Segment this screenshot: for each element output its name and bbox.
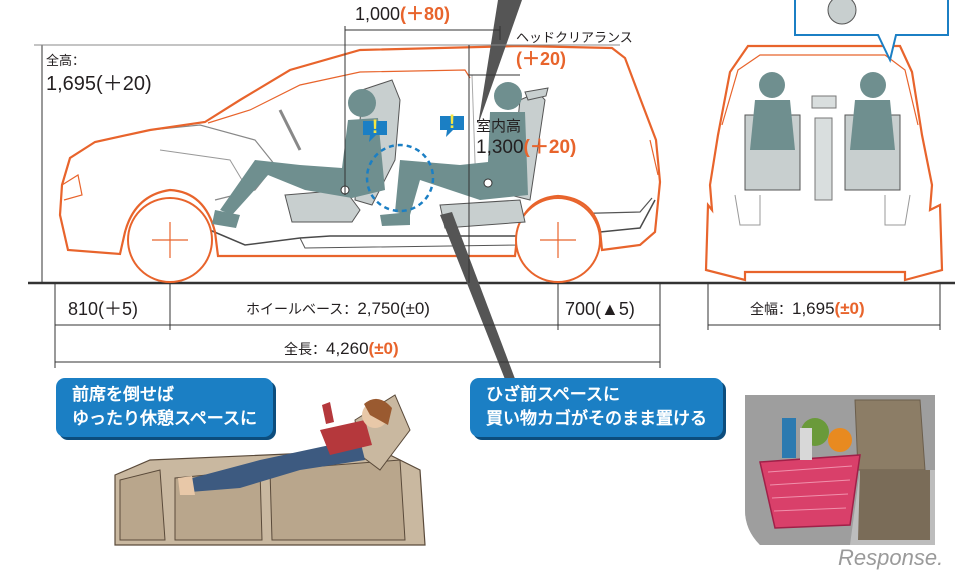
overall-width-delta: (±0)	[834, 299, 865, 318]
car-side-view	[58, 44, 662, 283]
callout-knee-space-line1: ひざ前スペースに	[486, 385, 620, 404]
interior-height-value: 1,300	[476, 137, 524, 158]
knee-space-highlight	[365, 143, 435, 213]
warning-glyph: !	[371, 117, 379, 138]
overall-length: 全長：4,260(±0)	[284, 340, 399, 357]
warning-icon-front: !	[360, 118, 390, 144]
interior-height-title: 室内高	[476, 118, 522, 135]
rear-overhang: 700(▲5)	[565, 299, 635, 319]
callout-front-seat-recline: 前席を倒せば ゆったり休憩スペースに	[56, 378, 273, 437]
interior-height-delta: (＋20)	[523, 137, 577, 158]
dimension-lines	[34, 26, 941, 368]
wheelbase-title: ホイールベース：	[246, 301, 358, 317]
basket-photo	[745, 395, 935, 545]
seated-figures	[212, 79, 549, 229]
warning-glyph: !	[448, 112, 456, 133]
head-clearance-title: ヘッドクリアランス	[516, 30, 633, 45]
front-rear-distance-delta: (＋80)	[400, 4, 451, 24]
overall-height-title: 全高：	[46, 53, 86, 68]
car-front-view	[704, 0, 949, 282]
wheelbase: ホイールベース：2,750(±0)	[246, 300, 430, 317]
warning-icon-rear: !	[437, 113, 467, 139]
pointer-wedge-top	[478, 0, 522, 125]
overall-width-title: 全幅：	[750, 301, 792, 317]
pointer-wedge-bottom	[440, 212, 520, 392]
front-rear-distance: 1,000(＋80)	[355, 5, 450, 23]
overall-length-delta: (±0)	[368, 339, 399, 358]
front-overhang: 810(＋5)	[68, 299, 139, 319]
overall-length-title: 全長：	[284, 341, 326, 357]
watermark: Response.	[838, 545, 944, 570]
callout-front-seat-line1: 前席を倒せば	[72, 385, 174, 404]
overall-width: 全幅：1,695(±0)	[750, 300, 865, 317]
callout-front-seat-line2: ゆったり休憩スペースに	[72, 409, 257, 428]
overall-height-value: 1,695(＋20)	[46, 73, 152, 95]
front-rear-distance-value: 1,000	[355, 4, 401, 24]
interior-height: 1,300(＋20)	[476, 138, 576, 157]
overall-length-value: 4,260	[326, 339, 369, 358]
wheelbase-value: 2,750(±0)	[357, 299, 430, 318]
overall-width-value: 1,695	[792, 299, 835, 318]
reclined-seat-illustration	[114, 394, 426, 546]
head-clearance-delta: (＋20)	[516, 49, 567, 69]
callout-knee-space-line2: 買い物カゴがそのまま置ける	[486, 409, 707, 428]
callout-knee-space: ひざ前スペースに 買い物カゴがそのまま置ける	[470, 378, 723, 437]
